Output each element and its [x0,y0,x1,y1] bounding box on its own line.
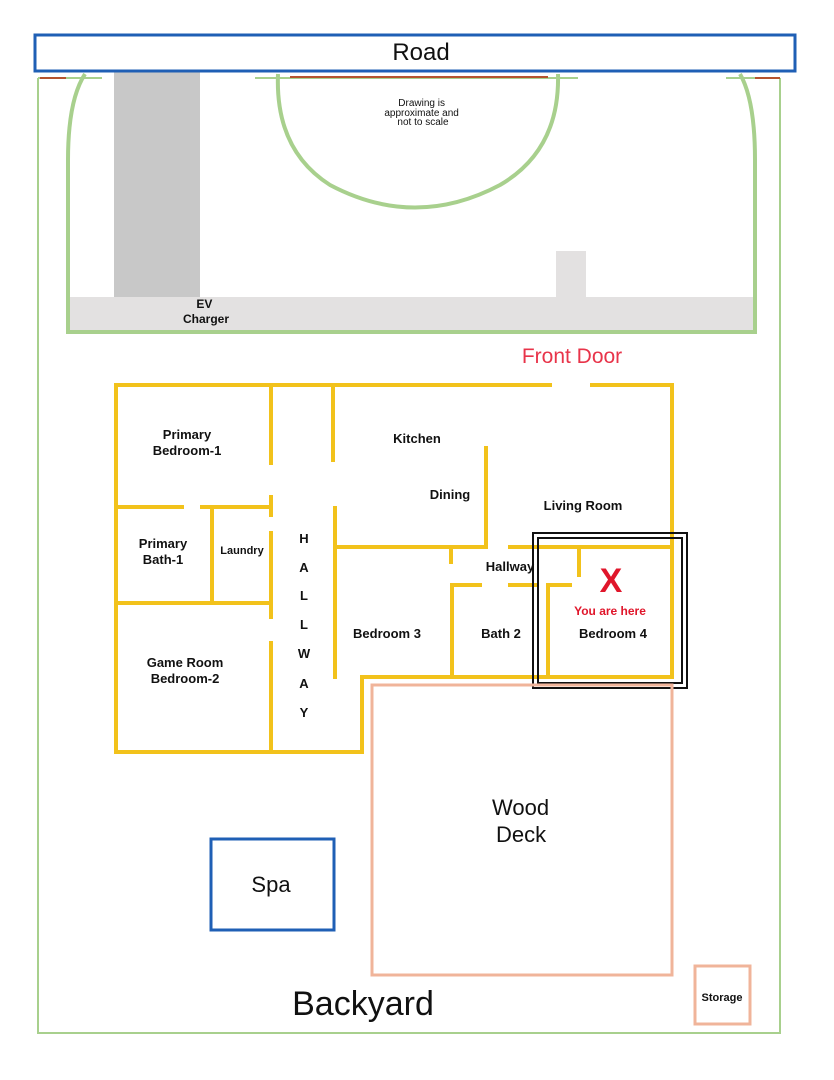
room-kitchen[interactable]: Kitchen [393,431,441,446]
house-walls [114,383,674,754]
room-laundry[interactable]: Laundry [220,545,264,557]
room-bedroom-4[interactable]: Bedroom 4 [579,626,648,641]
hallway-letter: Y [300,705,309,720]
room-dining[interactable]: Dining [430,487,470,502]
driveway-parking [114,72,200,297]
room-hallway-vertical[interactable]: H A L L W A Y [298,531,311,720]
front-door-label[interactable]: Front Door [522,345,622,368]
wood-deck[interactable] [370,683,674,977]
location-marker-x-icon: X [600,562,623,600]
storage-label: Storage [702,992,743,1004]
walkway [556,251,586,297]
room-hallway[interactable]: Hallway [486,559,535,574]
current-location-inner-border [537,537,683,684]
driveway-outline [66,72,757,334]
scale-note: Drawing is approximate and not to scale [384,98,461,128]
road [33,33,797,73]
hallway-letter: A [299,676,309,691]
property-boundary [37,76,781,1034]
spa-label: Spa [251,872,291,897]
room-bath-2[interactable]: Bath 2 [481,626,521,641]
spa[interactable] [209,837,336,932]
you-are-here-label: You are here [574,604,646,618]
hallway-letter: H [299,531,308,546]
room-living-room[interactable]: Living Room [544,498,623,513]
storage[interactable] [693,964,752,1026]
hallway-letter: W [298,646,311,661]
hallway-letter: L [300,617,308,632]
current-location-highlight [532,532,688,689]
backyard-label: Backyard [292,985,434,1023]
hallway-letter: A [299,560,309,575]
hallway-letter: L [300,588,308,603]
road-label: Road [392,39,449,66]
room-bedroom-3[interactable]: Bedroom 3 [353,626,421,641]
driveway-bar [68,297,753,330]
ev-charger-label: EV Charger [183,297,229,326]
